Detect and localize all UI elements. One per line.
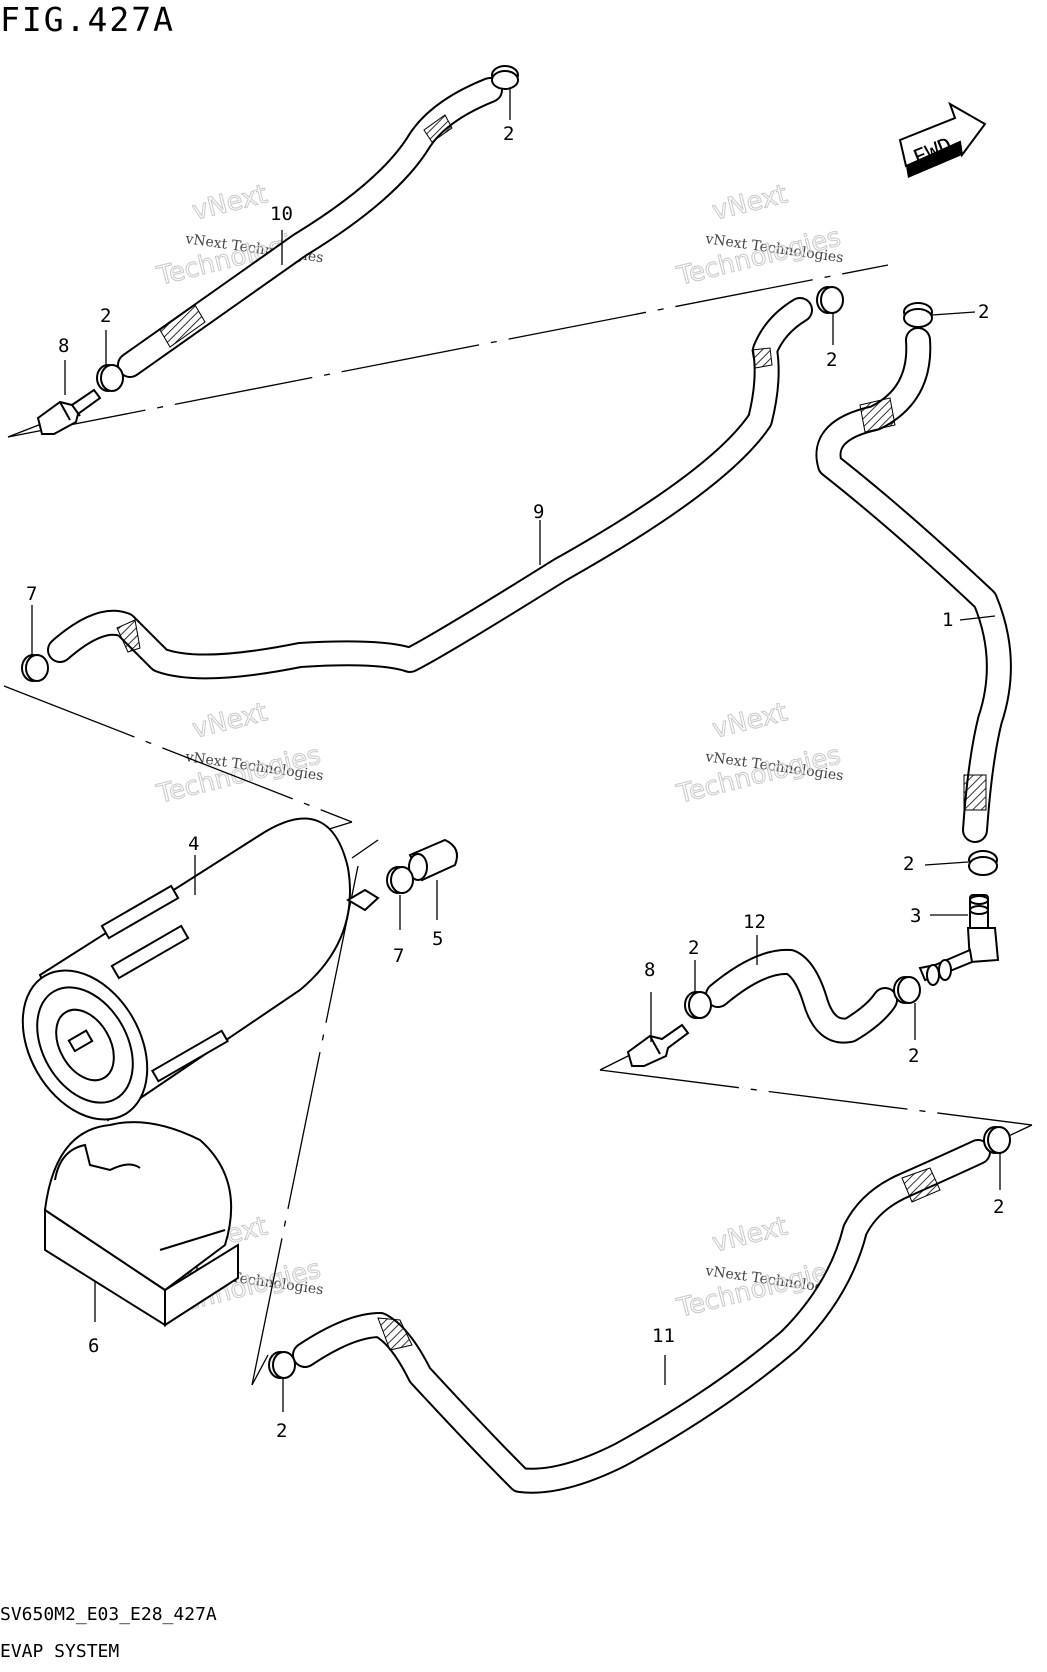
callout-2: 2	[908, 1045, 919, 1067]
callout-8: 8	[58, 335, 69, 357]
callout-7: 7	[393, 945, 404, 967]
clamp-2-top	[491, 65, 519, 90]
callout-2: 2	[978, 301, 989, 323]
hose-9	[47, 297, 813, 680]
hose-11	[292, 1139, 991, 1494]
clamp-2-hose11-right	[983, 1126, 1011, 1154]
callout-12: 12	[743, 911, 766, 933]
connector-8-mid	[626, 1023, 690, 1067]
clamp-2-hose12-left	[684, 991, 712, 1019]
svg-text:vNext: vNext	[189, 697, 270, 744]
hose-10	[117, 77, 503, 378]
callout-1: 1	[942, 609, 953, 631]
callout-4: 4	[188, 833, 199, 855]
fitting-3	[918, 894, 1000, 986]
figure-title: FIG.427A	[0, 0, 175, 39]
callout-9: 9	[533, 501, 544, 523]
callout-11: 11	[652, 1325, 675, 1347]
clamp-7-canister	[386, 866, 414, 894]
callout-2: 2	[503, 123, 514, 145]
svg-text:Technologies: Technologies	[673, 222, 843, 292]
callout-2: 2	[903, 853, 914, 875]
cap-5	[408, 838, 458, 882]
footer-name: EVAP SYSTEM	[0, 1641, 120, 1662]
callout-5: 5	[432, 928, 443, 950]
svg-text:Technologies: Technologies	[153, 740, 323, 810]
callout-2: 2	[826, 349, 837, 371]
connector-8-top	[36, 388, 102, 435]
callout-10: 10	[270, 203, 293, 225]
svg-text:vNext: vNext	[709, 179, 790, 226]
callout-2: 2	[993, 1196, 1004, 1218]
clamp-2-hose1-bottom	[968, 850, 998, 876]
callout-3: 3	[910, 905, 921, 927]
footer-code: SV650M2_E03_E28_427A	[0, 1604, 217, 1625]
callouts: 2 2 8 10 2 2 9 7 1 4 7 5 2 3 12 2 8 2 2 …	[26, 123, 1004, 1442]
callout-8: 8	[644, 959, 655, 981]
clamp-2-left	[96, 364, 124, 392]
hose-12	[705, 948, 898, 1044]
canister-4	[21, 817, 380, 1122]
svg-text:vNext: vNext	[709, 1211, 790, 1258]
svg-text:Technologies: Technologies	[673, 740, 843, 810]
watermark-mid-right: vNext vNext Technologies Technologies	[673, 697, 844, 811]
callout-6: 6	[88, 1335, 99, 1357]
clamp-2-hose1-top	[903, 302, 933, 328]
watermark-top-right: vNext vNext Technologies Technologies	[673, 179, 844, 293]
svg-text:vNext: vNext	[709, 697, 790, 744]
callout-2: 2	[276, 1420, 287, 1442]
clamp-7-hose9	[21, 654, 49, 682]
hose-1	[815, 327, 1012, 843]
clamp-2-hose12-right	[893, 976, 921, 1004]
callout-2: 2	[100, 305, 111, 327]
clamp-2-hose11-left	[268, 1351, 296, 1379]
leader-lines	[31, 88, 1001, 1412]
svg-text:vNext: vNext	[189, 179, 270, 226]
clamp-2-hose9	[816, 286, 844, 314]
callout-7: 7	[26, 583, 37, 605]
callout-2: 2	[688, 937, 699, 959]
holder-6	[43, 1121, 239, 1327]
watermark-mid-left: vNext vNext Technologies Technologies	[153, 697, 324, 811]
fwd-arrow-icon: FWD	[898, 101, 987, 178]
